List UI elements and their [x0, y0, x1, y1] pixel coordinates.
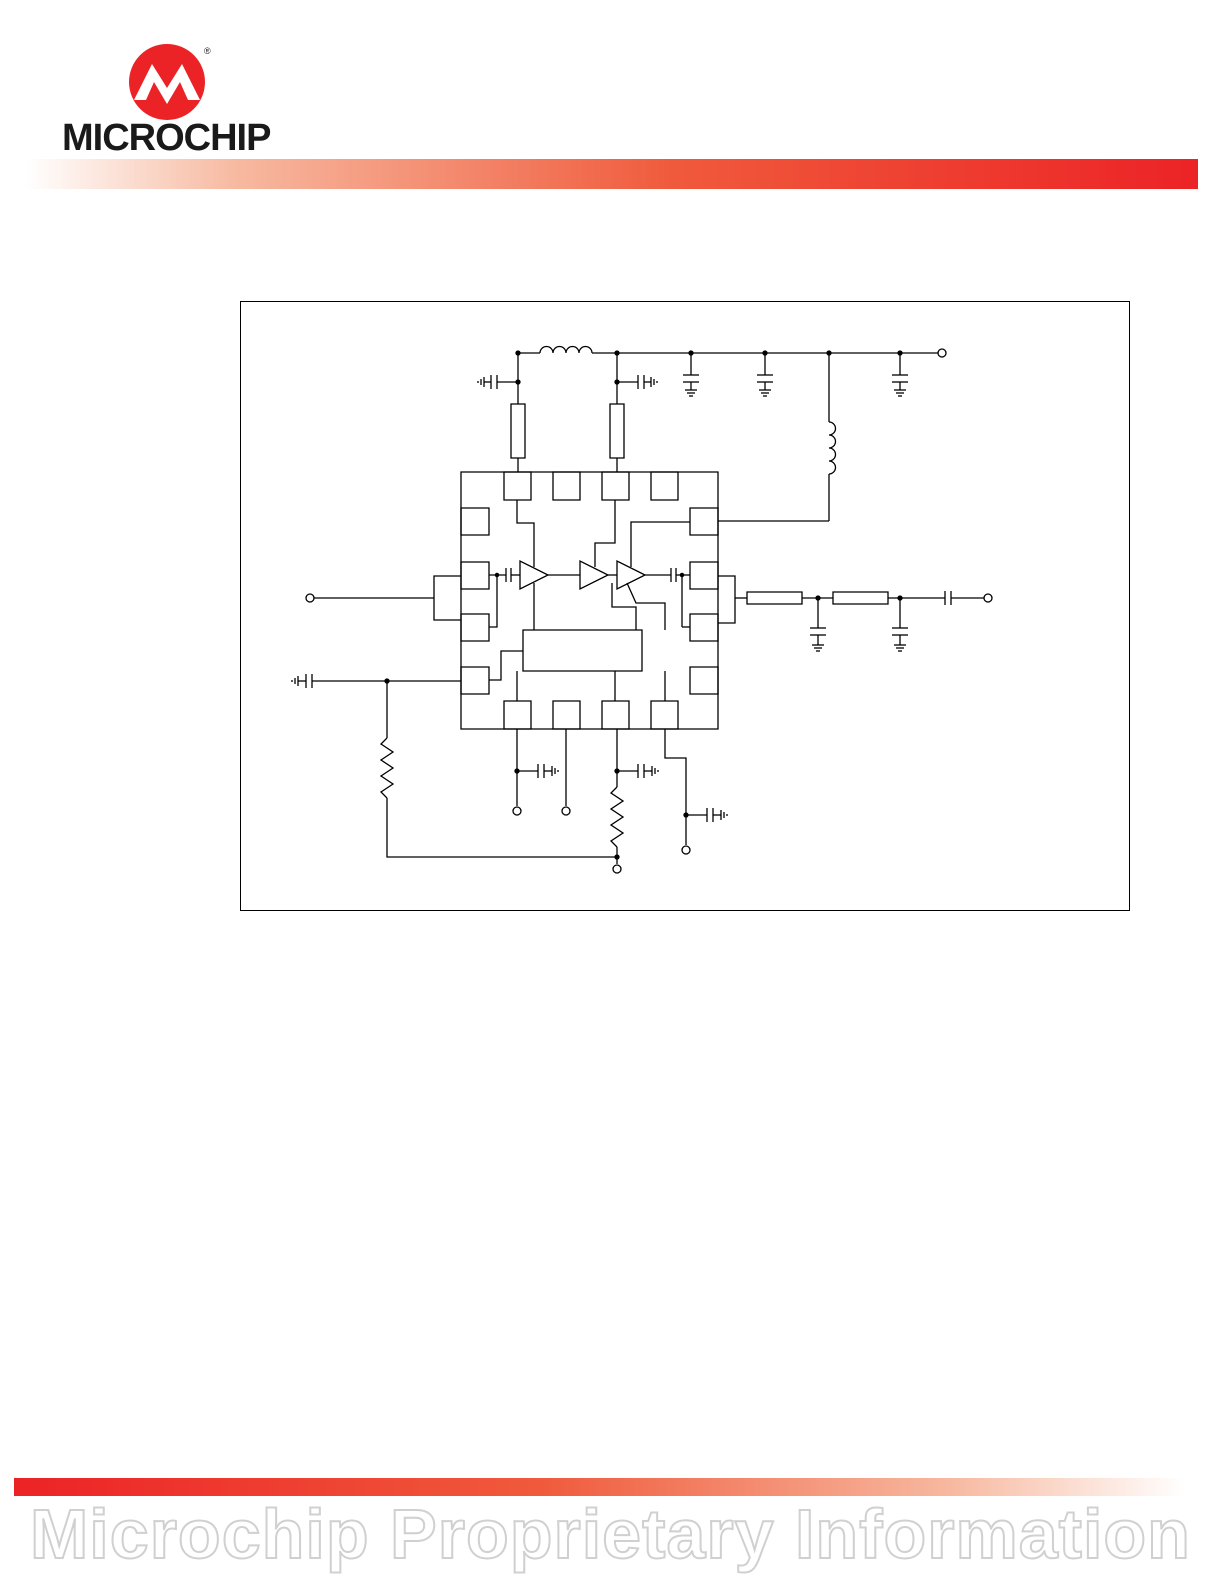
rf-out-terminal-icon — [984, 594, 992, 602]
inductor-icon — [829, 422, 836, 474]
registered-mark: ® — [204, 46, 211, 56]
resistor-icon — [511, 404, 525, 458]
figure-frame — [240, 301, 1130, 911]
terminal-icon — [513, 807, 521, 815]
vcc-terminal-icon — [938, 349, 946, 357]
microchip-logo: ® MICROCHIP — [60, 42, 280, 160]
terminal-icon — [613, 865, 621, 873]
footer-gradient-bar — [14, 1478, 1186, 1496]
capacitor-icon — [892, 598, 908, 651]
supply-rail — [516, 347, 946, 358]
bottom-pin-networks — [513, 729, 727, 873]
capacitor-icon — [810, 598, 826, 651]
resistor-icon — [610, 404, 624, 458]
ic-package — [461, 472, 718, 729]
resistor-icon — [381, 738, 393, 798]
terminal-icon — [682, 846, 690, 854]
output-choke — [718, 353, 836, 521]
rail-decoupling-capacitors — [683, 353, 908, 396]
microchip-logo-icon: ® — [129, 44, 211, 120]
resistor-icon — [611, 787, 623, 847]
capacitor-icon — [892, 353, 908, 396]
logo-wordmark: MICROCHIP — [62, 117, 271, 159]
bias-branch-2 — [610, 353, 657, 474]
inductor-icon — [540, 347, 592, 354]
capacitor-icon — [757, 353, 773, 396]
capacitor-icon — [683, 353, 699, 396]
left-bias-network — [292, 674, 617, 857]
header-gradient-bar — [26, 159, 1198, 189]
rf-in-terminal-icon — [306, 594, 314, 602]
terminal-icon — [562, 807, 570, 815]
rf-output-network — [718, 576, 992, 651]
resistor-icon — [747, 592, 802, 604]
proprietary-watermark: Microchip Proprietary Information — [29, 1494, 1191, 1574]
rf-input — [306, 576, 461, 620]
resistor-icon — [833, 592, 888, 604]
bias-branch-1 — [478, 353, 525, 474]
